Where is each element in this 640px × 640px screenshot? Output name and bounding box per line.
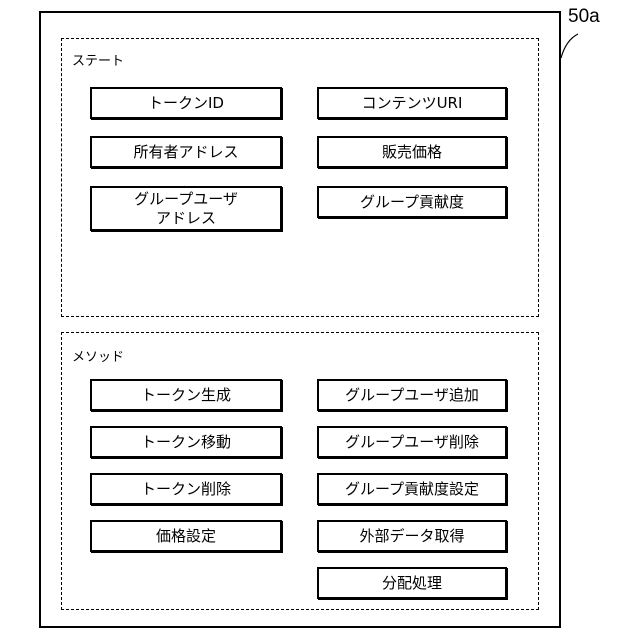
state-item-sale-price: 販売価格 [317, 136, 507, 168]
state-item-group-contribution: グループ貢献度 [317, 186, 507, 218]
reference-label: 50a [568, 6, 600, 28]
method-item-distribution-process: 分配処理 [317, 567, 507, 599]
state-item-content-uri: コンテンツURI [317, 87, 507, 119]
state-section-title: ステート [72, 54, 124, 70]
state-item-owner-address: 所有者アドレス [90, 136, 282, 168]
method-item-group-contribution-set: グループ貢献度設定 [317, 473, 507, 505]
method-section-title: メソッド [72, 350, 124, 366]
method-item-token-delete: トークン削除 [90, 473, 282, 505]
method-item-token-move: トークン移動 [90, 426, 282, 458]
method-item-price-set: 価格設定 [90, 520, 282, 552]
method-item-external-data-fetch: 外部データ取得 [317, 520, 507, 552]
state-item-token-id: トークンID [90, 87, 282, 119]
state-item-group-user-address: グループユーザ アドレス [90, 186, 282, 231]
method-item-group-user-add: グループユーザ追加 [317, 379, 507, 411]
method-item-group-user-delete: グループユーザ削除 [317, 426, 507, 458]
method-item-token-generate: トークン生成 [90, 379, 282, 411]
state-section [61, 38, 539, 317]
